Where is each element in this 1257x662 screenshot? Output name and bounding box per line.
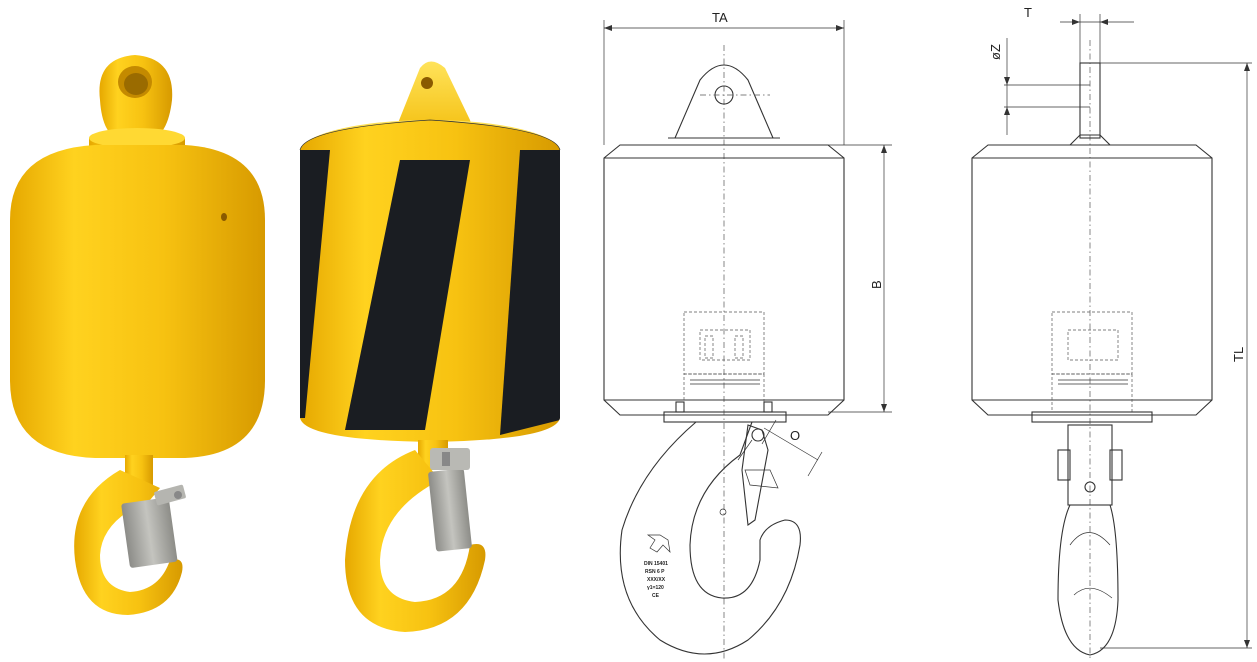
render-plain-hook-block bbox=[10, 55, 265, 615]
marking-line-1: DIN 15401 bbox=[644, 561, 668, 567]
hazard-stripe-middle bbox=[345, 160, 470, 430]
dim-ta-label: TA bbox=[712, 10, 728, 25]
technical-drawing-front-view: TA B bbox=[603, 10, 892, 660]
hook-outline bbox=[619, 421, 801, 655]
yellow-housing bbox=[10, 145, 265, 458]
dim-b-label: B bbox=[869, 280, 884, 289]
dim-t-label: T bbox=[1024, 5, 1032, 20]
hook-side-outline bbox=[1057, 504, 1119, 656]
safety-latch bbox=[121, 484, 186, 568]
safety-latch bbox=[428, 448, 472, 552]
render-striped-hook-block bbox=[299, 61, 561, 632]
marking-line-2: RSN 6 P bbox=[645, 569, 665, 575]
technical-drawing-side-view: T øZ TL bbox=[971, 5, 1252, 660]
hook bbox=[74, 470, 183, 615]
marking-line-4: γ1=120 bbox=[647, 585, 664, 591]
marking-line-3: XXX/XX bbox=[647, 577, 666, 583]
hook bbox=[345, 450, 486, 632]
marking-line-5: CE bbox=[652, 593, 660, 599]
dim-tl-label: TL bbox=[1231, 347, 1246, 362]
hazard-stripe-left bbox=[300, 150, 330, 418]
dim-oz-label: øZ bbox=[988, 44, 1003, 60]
dim-o-label: O bbox=[790, 428, 800, 443]
eye-ring bbox=[99, 55, 173, 140]
hook-marking: DIN 15401 RSN 6 P XXX/XX γ1=120 CE bbox=[644, 534, 671, 599]
hazard-stripe-right bbox=[500, 150, 560, 435]
